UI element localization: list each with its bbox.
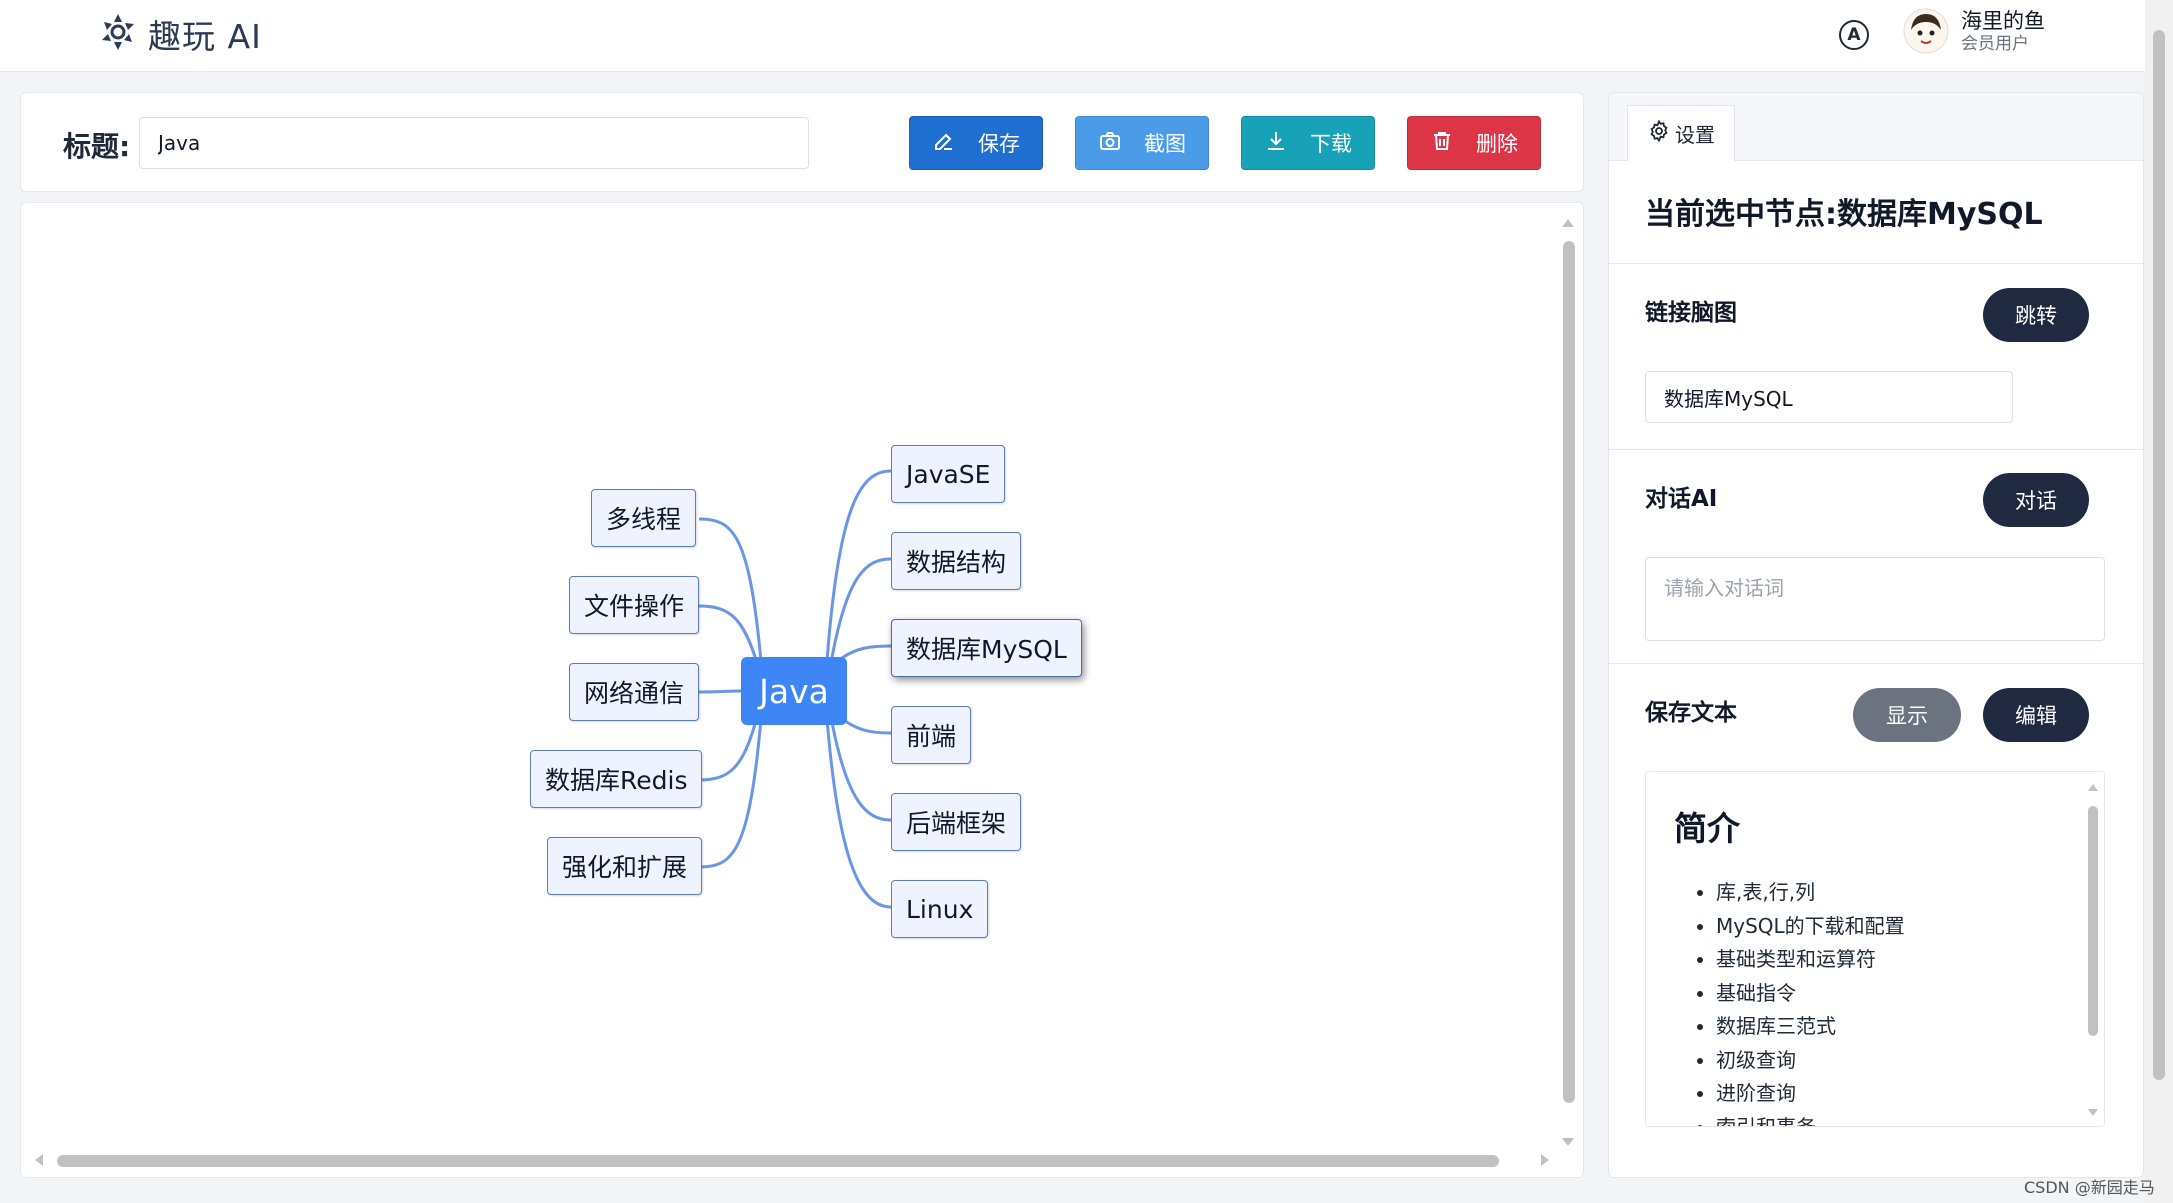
list-item: 数据库三范式 bbox=[1716, 1010, 1905, 1044]
mindmap-node-data-structures[interactable]: 数据结构 bbox=[891, 532, 1022, 590]
mindmap-node-file-ops[interactable]: 文件操作 bbox=[569, 576, 700, 634]
scroll-right-icon[interactable] bbox=[1541, 1154, 1549, 1166]
mindmap: 多线程 文件操作 网络通信 数据库Redis 强化和扩展 Java JavaSE… bbox=[21, 203, 1561, 1143]
tab-settings-label: 设置 bbox=[1675, 123, 1715, 147]
list-item: 索引和事务 bbox=[1716, 1111, 1905, 1127]
screenshot-label: 截图 bbox=[1144, 132, 1186, 156]
mindmap-node-redis[interactable]: 数据库Redis bbox=[530, 750, 703, 808]
settings-tabbar: 设置 bbox=[1609, 93, 2143, 162]
list-item: 库,表,行,列 bbox=[1716, 876, 1905, 910]
canvas-horizontal-scrollbar[interactable] bbox=[31, 1151, 1553, 1169]
user-role: 会员用户 bbox=[1961, 34, 2029, 54]
scroll-left-icon[interactable] bbox=[35, 1154, 43, 1166]
preview-scrollbar[interactable] bbox=[2086, 782, 2100, 1118]
trash-icon bbox=[1430, 129, 1454, 158]
page-scrollbar[interactable] bbox=[2145, 0, 2173, 1203]
mindmap-node-linux[interactable]: Linux bbox=[891, 880, 989, 938]
download-label: 下载 bbox=[1310, 132, 1352, 156]
chat-prompt-input[interactable] bbox=[1645, 557, 2105, 641]
app-logo[interactable]: 趣玩 AI bbox=[96, 10, 262, 58]
chat-button[interactable]: 对话 bbox=[1983, 473, 2089, 527]
show-button[interactable]: 显示 bbox=[1853, 688, 1961, 742]
divider bbox=[1609, 663, 2143, 664]
tab-settings[interactable]: 设置 bbox=[1627, 105, 1735, 162]
scroll-down-icon[interactable] bbox=[1562, 1138, 1574, 1146]
list-item: 基础指令 bbox=[1716, 977, 1905, 1011]
preview-scrollbar-thumb[interactable] bbox=[2088, 806, 2098, 1036]
selected-node-title: 当前选中节点:数据库MySQL bbox=[1645, 197, 2043, 232]
link-mindmap-label: 链接脑图 bbox=[1645, 300, 1737, 326]
mindmap-node-mysql[interactable]: 数据库MySQL bbox=[891, 619, 1082, 677]
mindmap-node-javase[interactable]: JavaSE bbox=[891, 445, 1006, 503]
canvas-vertical-scrollbar-thumb[interactable] bbox=[1563, 241, 1575, 1103]
mindmap-node-networking[interactable]: 网络通信 bbox=[569, 663, 700, 721]
save-label: 保存 bbox=[978, 132, 1020, 156]
list-item: 进阶查询 bbox=[1716, 1077, 1905, 1111]
edit-button[interactable]: 编辑 bbox=[1983, 688, 2089, 742]
watermark: CSDN @新园走马 bbox=[2024, 1178, 2155, 1197]
preview-heading: 简介 bbox=[1674, 809, 1740, 848]
divider bbox=[1609, 263, 2143, 264]
mindmap-node-backend-frameworks[interactable]: 后端框架 bbox=[891, 793, 1022, 851]
divider bbox=[1609, 449, 2143, 450]
canvas-horizontal-scrollbar-thumb[interactable] bbox=[57, 1155, 1499, 1167]
list-item: 初级查询 bbox=[1716, 1044, 1905, 1078]
camera-icon bbox=[1098, 129, 1122, 158]
save-text-label: 保存文本 bbox=[1645, 700, 1737, 726]
canvas-vertical-scrollbar[interactable] bbox=[1559, 215, 1577, 1150]
mindmap-root-node[interactable]: Java bbox=[741, 657, 847, 725]
top-navbar: 趣玩 AI A 海里的鱼 会员用户 bbox=[0, 0, 2145, 72]
user-menu[interactable]: 海里的鱼 会员用户 bbox=[1903, 8, 2045, 54]
scroll-up-icon[interactable] bbox=[1562, 219, 1574, 227]
settings-panel: 设置 当前选中节点:数据库MySQL 链接脑图 跳转 对话AI 对话 保存文本 … bbox=[1608, 92, 2144, 1178]
download-icon bbox=[1264, 129, 1288, 158]
download-button[interactable]: 下载 bbox=[1241, 116, 1375, 170]
scroll-up-icon[interactable] bbox=[2088, 784, 2098, 791]
title-label: 标题: bbox=[63, 130, 131, 163]
mindmap-node-frontend[interactable]: 前端 bbox=[891, 706, 972, 764]
jump-button[interactable]: 跳转 bbox=[1983, 288, 2089, 342]
ai-toggle-icon[interactable]: A bbox=[1839, 20, 1869, 50]
list-item: MySQL的下载和配置 bbox=[1716, 910, 1905, 944]
list-item: 基础类型和运算符 bbox=[1716, 943, 1905, 977]
logo-icon bbox=[96, 10, 140, 58]
page-scrollbar-thumb[interactable] bbox=[2153, 30, 2165, 1080]
scroll-down-icon[interactable] bbox=[2088, 1109, 2098, 1116]
title-toolbar: 标题: 保存 截图 下载 删除 bbox=[20, 92, 1584, 192]
screenshot-button[interactable]: 截图 bbox=[1075, 116, 1209, 170]
mindmap-node-multithreading[interactable]: 多线程 bbox=[591, 489, 697, 547]
gear-icon bbox=[1647, 119, 1671, 148]
save-button[interactable]: 保存 bbox=[909, 116, 1043, 170]
mindmap-node-advanced[interactable]: 强化和扩展 bbox=[547, 837, 703, 895]
chat-ai-label: 对话AI bbox=[1645, 486, 1718, 512]
saved-text-preview[interactable]: 简介 库,表,行,列 MySQL的下载和配置 基础类型和运算符 基础指令 数据库… bbox=[1645, 771, 2105, 1127]
title-input[interactable] bbox=[139, 117, 809, 169]
user-name: 海里的鱼 bbox=[1961, 9, 2045, 33]
mindmap-canvas[interactable]: 多线程 文件操作 网络通信 数据库Redis 强化和扩展 Java JavaSE… bbox=[20, 202, 1584, 1178]
delete-label: 删除 bbox=[1476, 132, 1518, 156]
delete-button[interactable]: 删除 bbox=[1407, 116, 1541, 170]
preview-list: 库,表,行,列 MySQL的下载和配置 基础类型和运算符 基础指令 数据库三范式… bbox=[1716, 876, 1905, 1127]
edit-icon bbox=[932, 129, 956, 158]
app-name: 趣玩 AI bbox=[148, 17, 262, 56]
link-mindmap-input[interactable] bbox=[1645, 371, 2013, 423]
avatar bbox=[1903, 8, 1949, 54]
